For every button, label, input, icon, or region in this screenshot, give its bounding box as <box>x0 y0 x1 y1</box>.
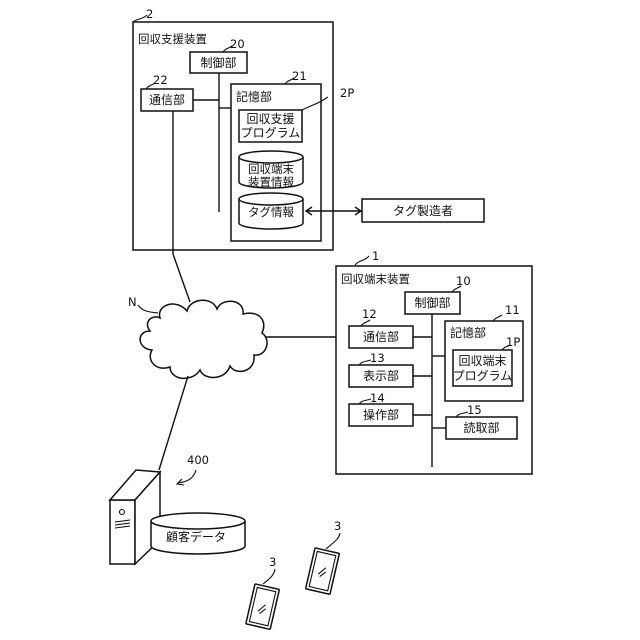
tag-item: 3 <box>246 555 280 629</box>
leader-2 <box>133 15 147 22</box>
customer-data-db: 顧客データ <box>151 513 245 554</box>
ref-2: 2 <box>146 7 153 21</box>
tag-info-db: タグ情報 <box>239 193 303 229</box>
control-unit-label: 制御部 <box>200 55 236 70</box>
terminal-program-line2: プログラム <box>453 369 513 383</box>
display-unit-label: 表示部 <box>363 368 399 383</box>
terminal-comm-label: 通信部 <box>363 329 399 344</box>
tag-item: 3 <box>306 519 342 594</box>
operation-unit-label: 操作部 <box>363 407 399 422</box>
comm-unit-label: 通信部 <box>149 92 185 107</box>
ref-20: 20 <box>230 37 245 51</box>
ref-13: 13 <box>370 351 385 365</box>
ref-14: 14 <box>370 391 385 405</box>
link-network-server <box>159 376 188 470</box>
ref-15: 15 <box>467 403 482 417</box>
cloud-shape <box>140 300 267 378</box>
terminal-program-line1: 回収端末 <box>458 354 506 368</box>
support-device-title: 回収支援装置 <box>138 32 207 46</box>
leader-3b <box>326 533 340 549</box>
ref-2P: 2P <box>340 86 354 100</box>
ref-21: 21 <box>292 69 307 83</box>
program-line1: 回収支援 <box>246 112 294 126</box>
ref-22: 22 <box>153 73 168 87</box>
terminal-device: 1 回収端末装置 10 制御部 12 通信部 13 表示部 14 操作部 15 <box>336 249 532 474</box>
ref-3b: 3 <box>334 519 341 533</box>
tag-maker-label: タグ製造者 <box>393 204 453 218</box>
customer-data-label: 顧客データ <box>166 529 226 544</box>
terminal-storage-label: 記憶部 <box>450 325 486 340</box>
tag-info-label: タグ情報 <box>248 205 294 219</box>
ref-12: 12 <box>362 307 377 321</box>
network-cloud: N <box>128 295 267 378</box>
reader-unit-label: 読取部 <box>463 420 499 435</box>
support-device: 2 回収支援装置 20 制御部 22 通信部 21 記憶部 2P 回収支援 プロ… <box>133 7 354 254</box>
ref-3a: 3 <box>269 555 276 569</box>
link-support-network <box>173 254 190 302</box>
leader-3a <box>263 569 275 584</box>
program-line2: プログラム <box>241 126 301 140</box>
ref-10: 10 <box>456 274 471 288</box>
storage-unit-label: 記憶部 <box>236 89 272 104</box>
ref-11: 11 <box>505 303 520 317</box>
ref-1P: 1P <box>506 335 520 349</box>
customer-server: 400 顧客データ <box>110 453 245 564</box>
ref-400: 400 <box>187 453 209 467</box>
terminal-info-line2: 装置情報 <box>248 175 294 189</box>
terminal-control-label: 制御部 <box>414 295 450 310</box>
ref-N: N <box>128 295 137 309</box>
leader-1 <box>355 256 369 265</box>
terminal-info-line1: 回収端末 <box>248 162 294 176</box>
ref-1: 1 <box>372 249 379 263</box>
leader-N <box>138 305 158 313</box>
terminal-info-db: 回収端末 装置情報 <box>239 151 303 189</box>
terminal-device-title: 回収端末装置 <box>341 272 410 286</box>
